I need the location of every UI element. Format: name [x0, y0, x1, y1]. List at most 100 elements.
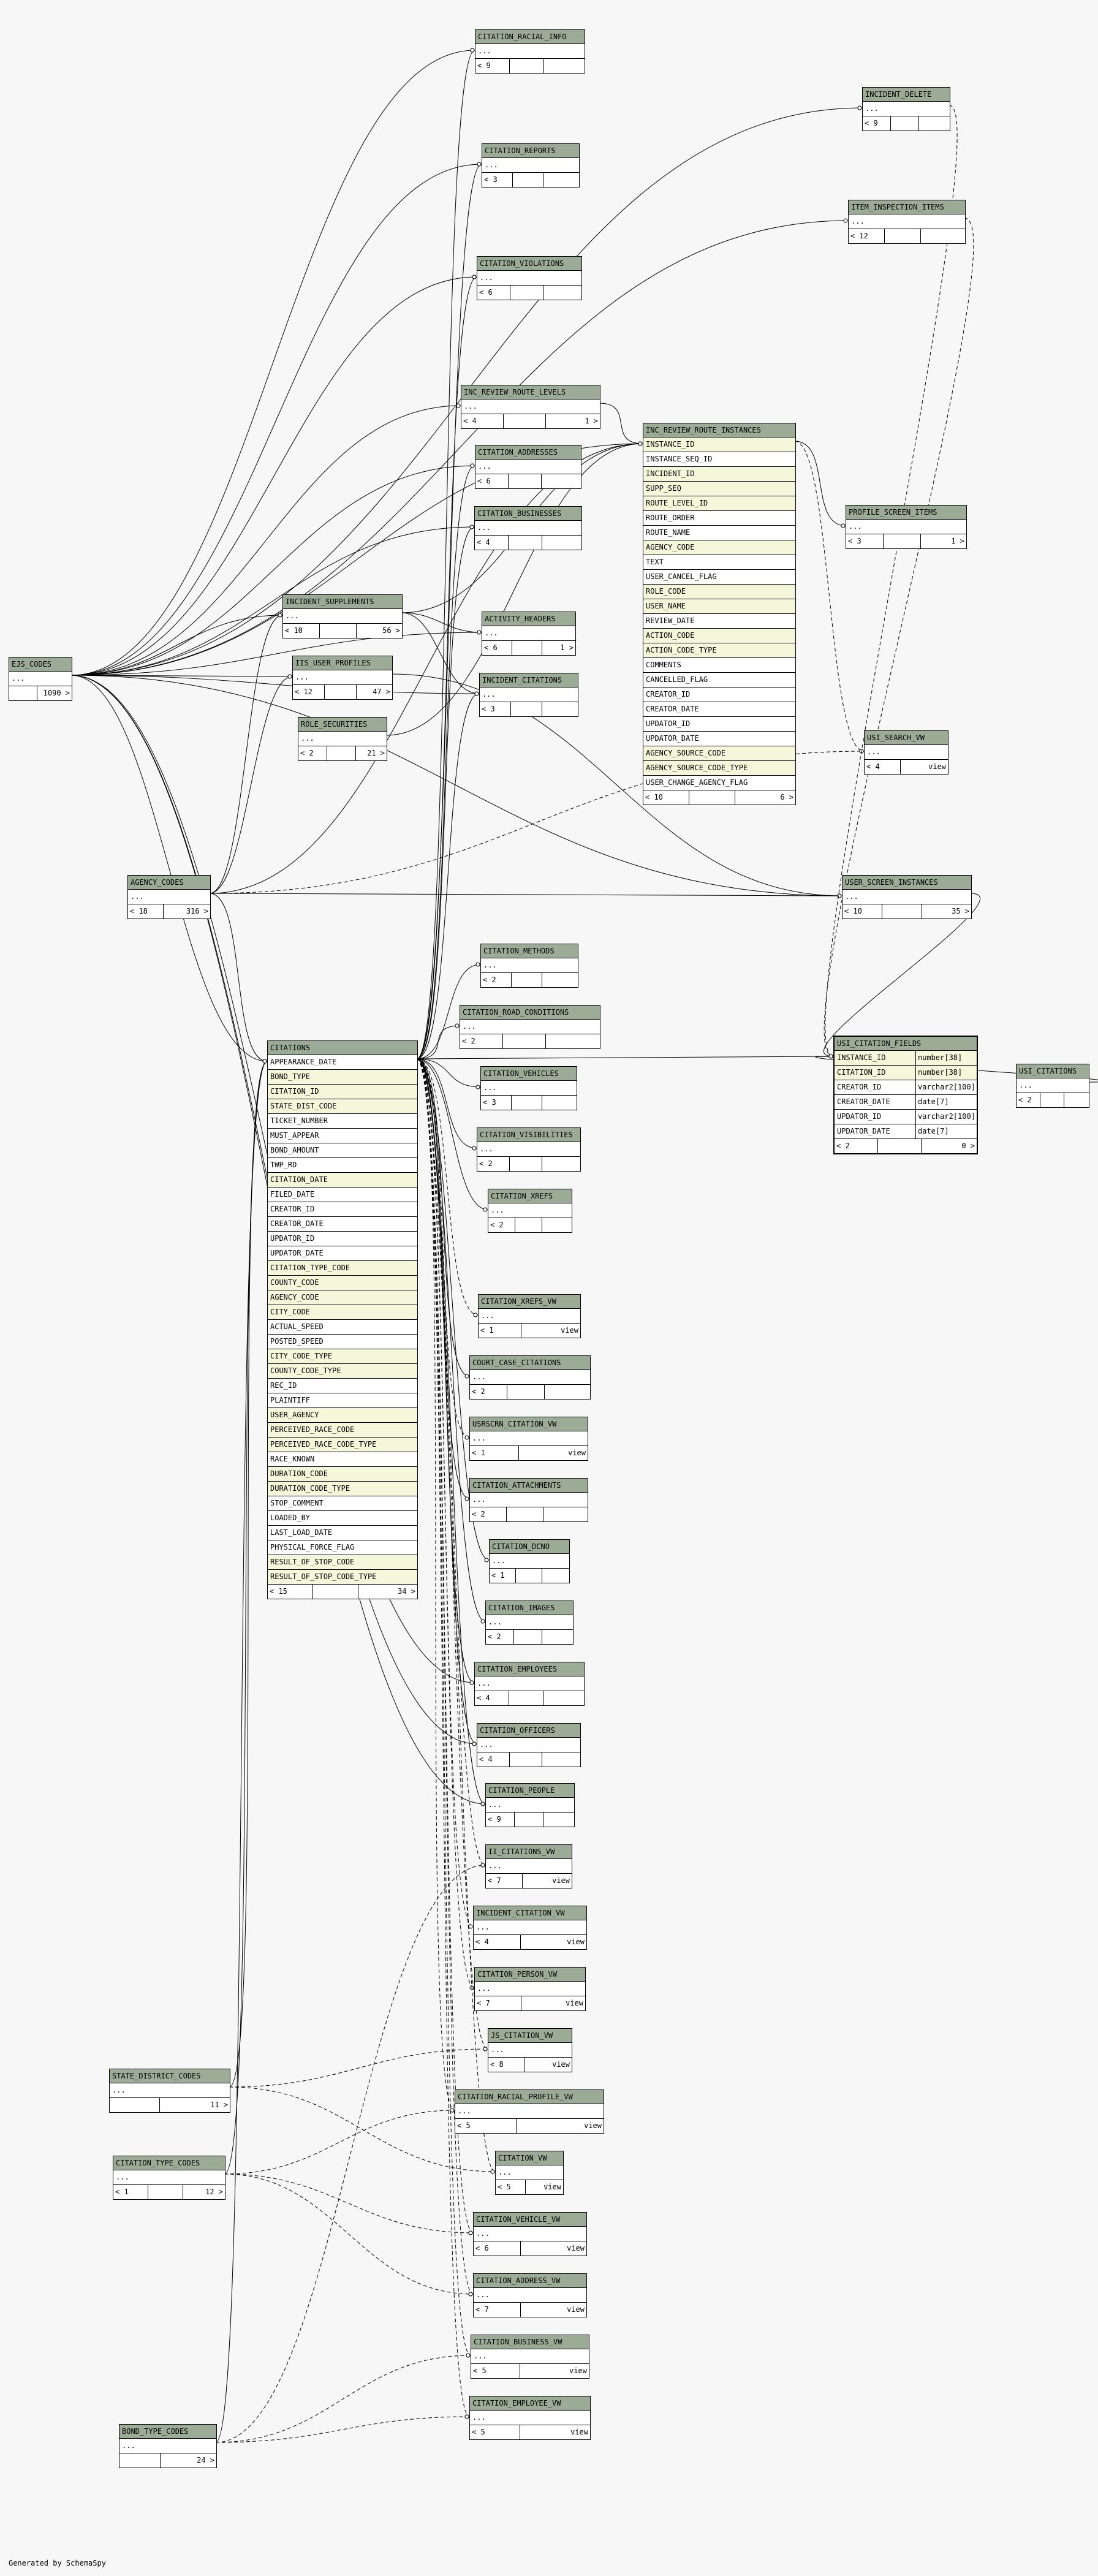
table-title: ACTIVITY_HEADERS [482, 612, 575, 626]
table-incident_delete[interactable]: INCIDENT_DELETE...< 9 [862, 87, 950, 131]
table-citation_people[interactable]: CITATION_PEOPLE...< 9 [485, 1783, 575, 1827]
relationship-edge [401, 612, 482, 633]
table-citation_xrefs[interactable]: CITATION_XREFS...< 2 [488, 1189, 572, 1233]
edge-end-marker [469, 525, 474, 529]
edge-end-marker [468, 1924, 473, 1929]
table-citation_employees[interactable]: CITATION_EMPLOYEES...< 4 [474, 1662, 585, 1706]
edge-end-marker [472, 1146, 477, 1151]
collapsed-columns: ... [477, 271, 581, 286]
table-citation_businesses[interactable]: CITATION_BUSINESSES...< 4 [474, 506, 582, 550]
edge-end-marker [472, 1741, 477, 1746]
edge-end-marker [472, 275, 477, 279]
table-citation_dcno[interactable]: CITATION_DCNO...< 1 [489, 1539, 570, 1583]
table-ejs_codes[interactable]: EJS_CODES...1090 > [9, 657, 72, 701]
table-column: SUPP_SEQ [643, 482, 795, 496]
relationship-edge [416, 693, 480, 1059]
relationship-edge [416, 164, 482, 1059]
relationship-edge [823, 893, 981, 1057]
collapsed-columns: ... [482, 158, 579, 173]
table-title: JS_CITATION_VW [488, 2029, 572, 2043]
table-citation_reports[interactable]: CITATION_REPORTS...< 3 [482, 143, 580, 188]
table-citation_methods[interactable]: CITATION_METHODS...< 2 [480, 944, 578, 988]
table-counts: < 6 [477, 286, 581, 300]
edge-end-marker [477, 630, 482, 635]
table-citation_vehicles[interactable]: CITATION_VEHICLES...< 3 [480, 1066, 577, 1110]
table-citation_addresses[interactable]: CITATION_ADDRESSES...< 6 [475, 445, 581, 489]
table-citation_officers[interactable]: CITATION_OFFICERS...< 4 [477, 1723, 581, 1767]
relationship-edge [209, 893, 842, 896]
relationship-edge [416, 1058, 471, 2356]
collapsed-columns: ... [846, 520, 966, 534]
table-citation_racial_info[interactable]: CITATION_RACIAL_INFO...< 9 [475, 29, 585, 74]
table-item_inspection_items[interactable]: ITEM_INSPECTION_ITEMS...< 12 [848, 200, 966, 244]
collapsed-columns: ... [471, 2349, 589, 2364]
edge-end-marker [480, 1863, 485, 1868]
table-usi_citations[interactable]: USI_CITATIONS...< 2 [1016, 1064, 1089, 1108]
edge-end-marker [475, 962, 480, 967]
table-bond_type_codes[interactable]: BOND_TYPE_CODES...24 > [119, 2424, 217, 2468]
table-counts: < 9 [486, 1813, 574, 1827]
edge-end-marker [473, 1313, 478, 1317]
table-column: TICKET_NUMBER [268, 1114, 417, 1129]
collapsed-columns: ... [1017, 1078, 1089, 1093]
table-column: CANCELLED_FLAG [643, 673, 795, 688]
table-counts: < 2 [470, 1385, 590, 1399]
relationship-edge [70, 465, 475, 676]
edge-end-marker [464, 1374, 469, 1379]
table-citation_images[interactable]: CITATION_IMAGES...< 2 [485, 1601, 574, 1645]
table-title: EJS_CODES [9, 657, 72, 672]
table-counts: < 2 [481, 973, 578, 987]
table-citation_violations[interactable]: CITATION_VIOLATIONS...< 6 [477, 256, 582, 300]
generated-by-footer: Generated by SchemaSpy [9, 2559, 106, 2567]
table-citation_attachments[interactable]: CITATION_ATTACHMENTS...< 2 [469, 1478, 588, 1522]
table-column: CREATOR_ID [643, 688, 795, 702]
table-column: BOND_TYPE [268, 1070, 417, 1085]
table-court_case_citations[interactable]: COURT_CASE_CITATIONS...< 2 [469, 1355, 591, 1400]
table-column: ACTION_CODE_TYPE [643, 643, 795, 658]
table-state_district_codes[interactable]: STATE_DISTRICT_CODES...11 > [109, 2069, 230, 2113]
table-column: UPDATOR_ID [643, 717, 795, 732]
table-column: LOADED_BY [268, 1511, 417, 1526]
table-citation_road_conditions[interactable]: CITATION_ROAD_CONDITIONS...< 2 [460, 1005, 600, 1049]
table-title: AGENCY_CODES [128, 876, 210, 890]
table-citation_visibilities[interactable]: CITATION_VISIBILITIES...< 2 [477, 1127, 581, 1172]
table-column: USER_AGENCY [268, 1408, 417, 1423]
collapsed-columns: ... [477, 1142, 580, 1157]
table-incident_citations[interactable]: INCIDENT_CITATIONS...< 3 [479, 673, 578, 717]
collapsed-columns: ... [849, 214, 965, 229]
table-title: USI_CITATION_FIELDS [835, 1037, 977, 1051]
table-column: COUNTY_CODE [268, 1276, 417, 1290]
collapsed-columns: ... [486, 1615, 573, 1630]
